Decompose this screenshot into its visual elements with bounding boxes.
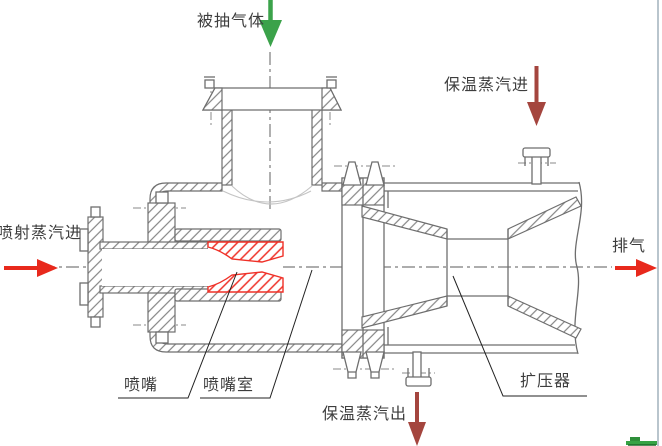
- suction-gas-arrow: [259, 0, 282, 47]
- suction-port-flange: [201, 76, 343, 111]
- jacket-steam-in-arrow: [527, 66, 546, 126]
- steam-jacket-inlet-fitting: [522, 147, 551, 185]
- nozzle-leader: [118, 271, 238, 399]
- steam-inlet-pipe: [99, 241, 209, 294]
- label-nozzle-chamber: 喷嘴室: [203, 377, 255, 394]
- label-exhaust: 排气: [612, 238, 647, 255]
- flange-bolts-bottom: [342, 351, 385, 379]
- watermark-logo: [626, 437, 659, 446]
- label-nozzle: 喷嘴: [124, 377, 159, 394]
- leader-lines: [118, 269, 587, 399]
- diffuser-shell: [384, 181, 583, 355]
- label-heating-steam-out: 保温蒸汽出: [322, 406, 408, 423]
- diffuser-duct: [361, 196, 582, 339]
- steam-inlet-assembly: [79, 191, 282, 344]
- chamber-outlet-flange: [341, 161, 385, 379]
- break-line: [574, 181, 583, 355]
- nozzle-chamber-leader: [200, 269, 313, 399]
- jet-steam-arrow: [4, 259, 58, 277]
- steam-jacket-outlet-fitting: [405, 351, 432, 387]
- suction-port: [201, 76, 343, 205]
- exhaust-arrow: [615, 259, 657, 277]
- flange-bolts-top: [342, 161, 385, 186]
- label-suction-gas: 被抽气体: [197, 13, 266, 30]
- window-edge: [657, 0, 659, 446]
- jacket-steam-out-arrow: [408, 392, 426, 446]
- nozzle-highlight: [207, 241, 284, 293]
- label-jet-steam-in: 喷射蒸汽进: [0, 225, 83, 242]
- label-heating-steam-in: 保温蒸汽进: [444, 77, 530, 94]
- label-diffuser: 扩压器: [520, 373, 572, 390]
- diffuser-leader: [452, 275, 587, 397]
